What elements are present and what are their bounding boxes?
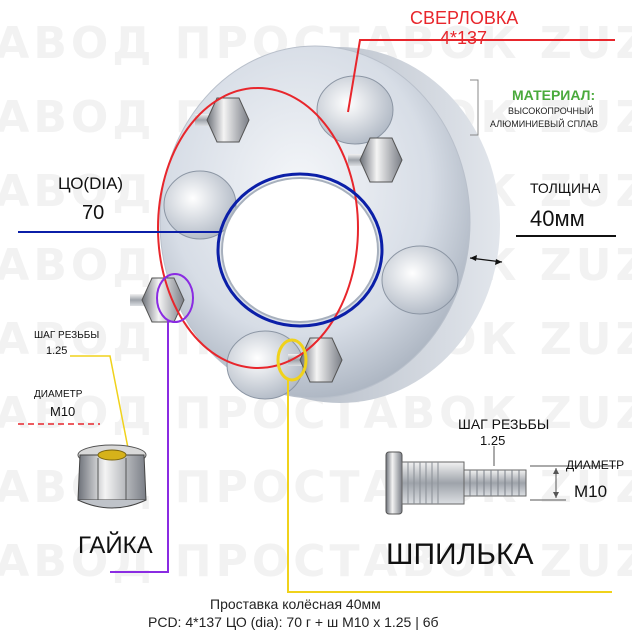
center-bore <box>221 177 379 323</box>
material-bracket <box>470 79 479 136</box>
drilling-pointer-line <box>347 39 615 113</box>
nut-pitch-value: 1.25 <box>46 345 68 357</box>
center-bore-value: 70 <box>82 202 105 224</box>
nut-diameter-value: M10 <box>50 404 76 419</box>
material-title: МАТЕРИАЛ: <box>512 87 596 103</box>
nut-pitch-title: ШАГ РЕЗЬБЫ <box>34 330 100 341</box>
thickness-title: ТОЛЩИНА <box>530 180 601 196</box>
material-line1: ВЫСОКОПРОЧНЫЙ <box>508 106 594 116</box>
stud-nut <box>195 97 250 143</box>
stud-nut <box>288 337 343 383</box>
bolt-hole <box>316 75 394 145</box>
nut-pointer-line <box>110 320 169 573</box>
footer-line1: Проставка колёсная 40мм <box>210 596 381 612</box>
stud-highlight <box>276 338 308 382</box>
footer-line2: PCD: 4*137 ЦО (dia): 70 г + ш M10 x 1.25… <box>148 614 439 630</box>
stud-name: ШПИЛЬКА <box>386 538 534 571</box>
bolt-hole <box>381 245 459 315</box>
stud-pitch-title: ШАГ РЕЗЬБЫ <box>458 416 550 432</box>
stud-diameter-value: M10 <box>574 482 608 501</box>
nut-diameter-title: ДИАМЕТР <box>34 389 83 400</box>
stud-illustration <box>385 446 616 515</box>
material-line2: АЛЮМИНИЕВЫЙ СПЛАВ <box>490 119 598 129</box>
bolt-holes <box>163 75 459 400</box>
bore-ring <box>216 172 384 328</box>
studs-on-spacer <box>130 97 403 383</box>
nut-name: ГАЙКА <box>78 532 153 559</box>
stud-nut <box>348 137 403 183</box>
drilling-title: СВЕРЛОВКА <box>410 8 519 28</box>
stud-pointer-line <box>287 380 612 593</box>
stud-pitch-value: 1.25 <box>480 433 506 448</box>
center-bore-title: ЦО(DIA) <box>58 174 124 193</box>
drilling-value: 4*137 <box>440 28 488 48</box>
nut-illustration <box>77 444 147 509</box>
stud-diameter-title: ДИАМЕТР <box>566 458 625 472</box>
thickness-value: 40мм <box>530 206 585 231</box>
pcd-circle <box>157 87 359 369</box>
watermark-row: ЗАВОД ПРОСТАВОК ZUZ <box>0 536 632 587</box>
nut-highlight <box>156 273 194 323</box>
bolt-hole <box>163 170 237 240</box>
nut-pitch-line <box>70 355 129 449</box>
